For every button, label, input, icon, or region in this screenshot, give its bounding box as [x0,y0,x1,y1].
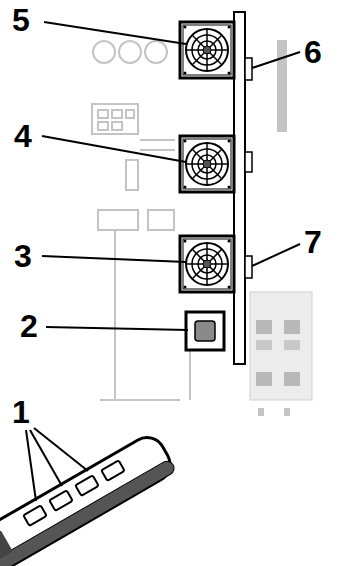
callout-number: 1 [12,396,30,428]
callout-number: 7 [304,226,322,258]
callout-number: 5 [12,4,30,36]
callout-number: 4 [14,120,32,152]
callout-number: 2 [20,310,38,342]
callout-number: 3 [14,240,32,272]
callout-number: 6 [304,36,322,68]
